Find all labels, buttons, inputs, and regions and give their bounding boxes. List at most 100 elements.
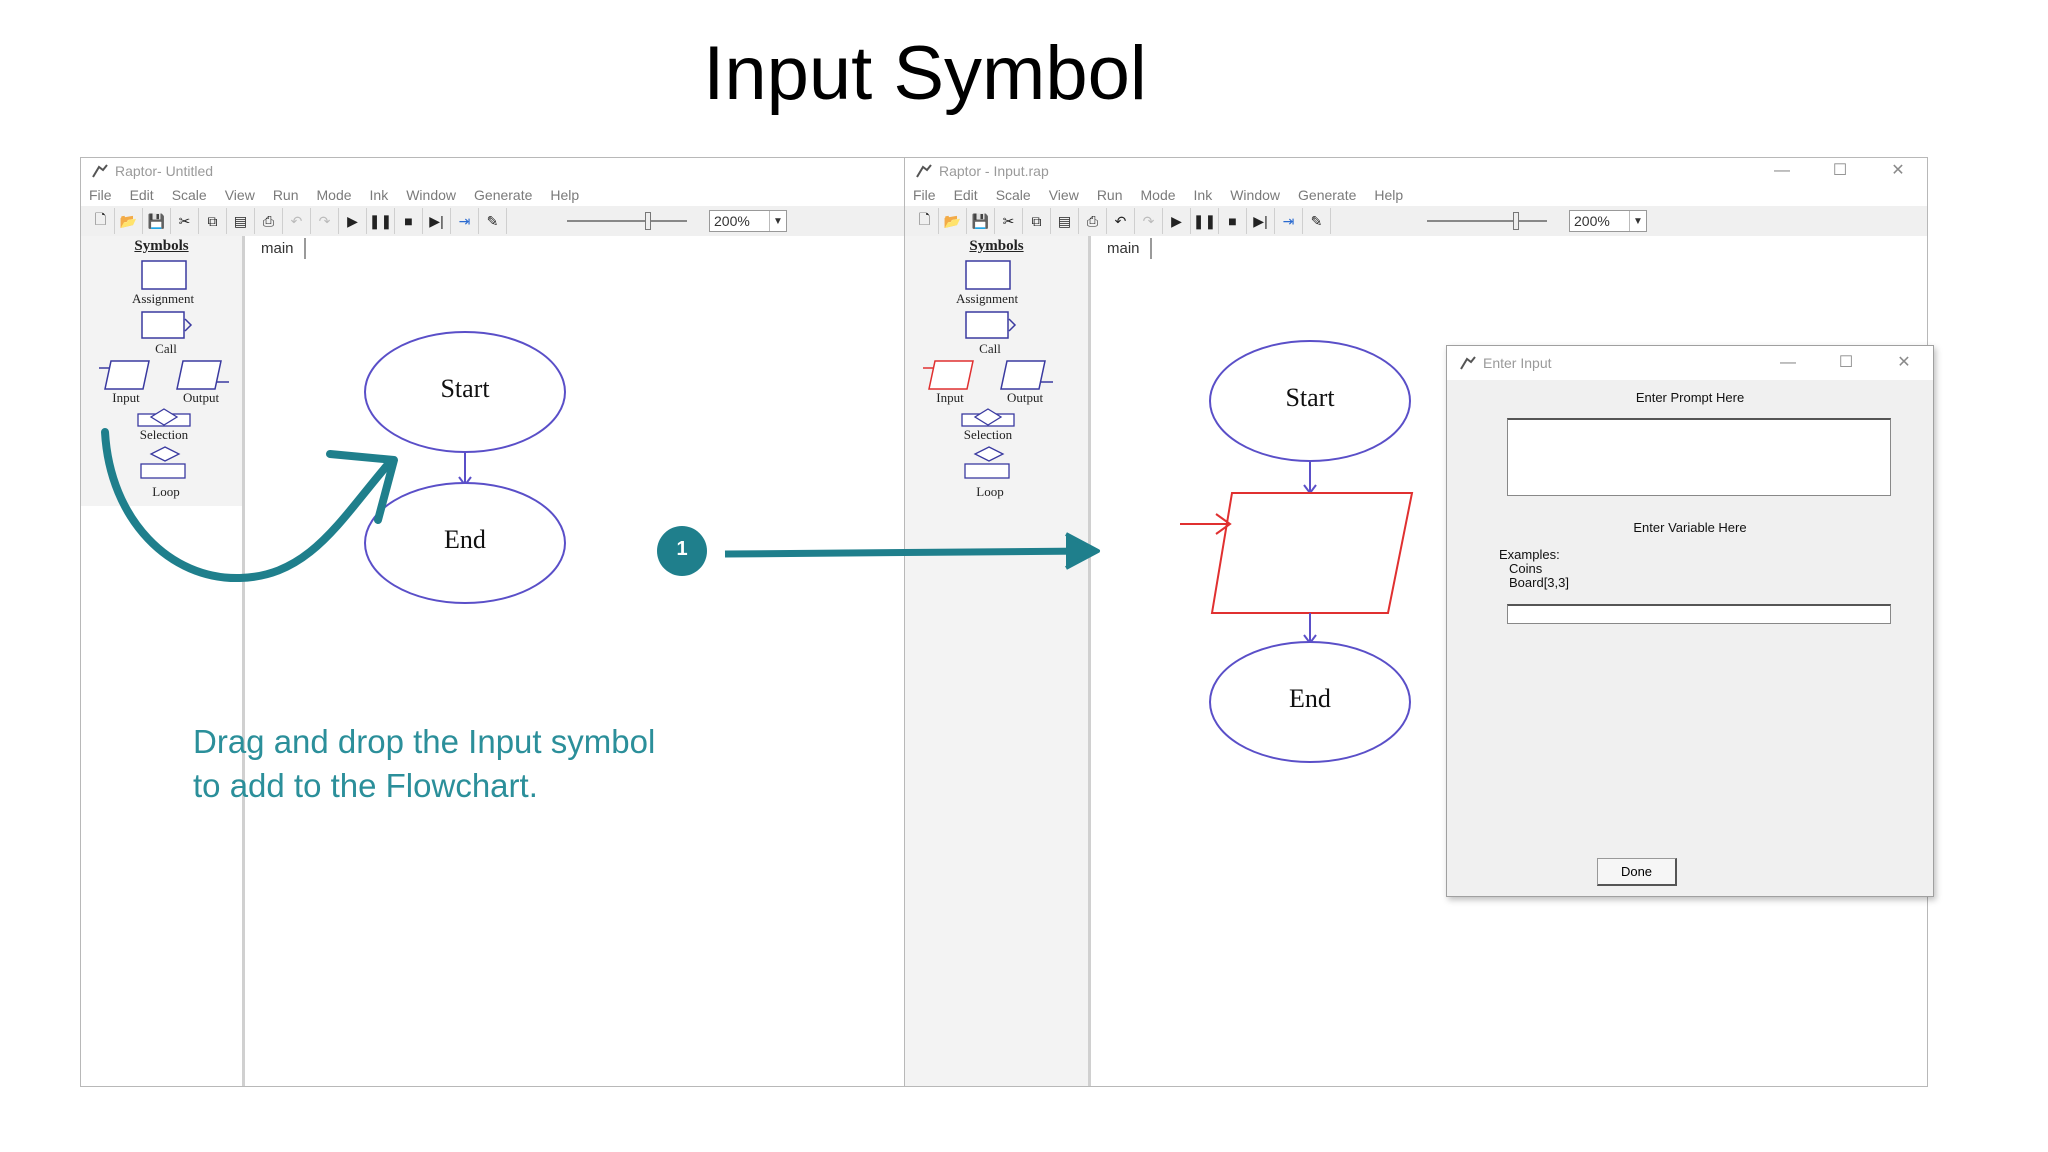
minimize-icon[interactable]: — bbox=[1780, 354, 1796, 371]
print-icon[interactable]: ⎙ bbox=[1079, 208, 1107, 234]
speed-slider[interactable] bbox=[1427, 208, 1547, 234]
menu-window[interactable]: Window bbox=[406, 187, 457, 203]
output-symbol-icon[interactable] bbox=[173, 360, 233, 390]
play-icon[interactable]: ▶ bbox=[1163, 208, 1191, 234]
stop-icon[interactable]: ■ bbox=[1219, 208, 1247, 234]
right-menubar: File Edit Scale View Run Mode Ink Window… bbox=[905, 184, 1927, 206]
menu-ink[interactable]: Ink bbox=[369, 187, 389, 203]
minimize-icon[interactable]: — bbox=[1774, 162, 1790, 179]
selection-symbol-icon[interactable] bbox=[137, 408, 193, 428]
slider-thumb[interactable] bbox=[1513, 212, 1519, 230]
selection-symbol-icon[interactable] bbox=[961, 408, 1017, 428]
menu-file[interactable]: File bbox=[89, 187, 112, 203]
pause-icon[interactable]: ❚❚ bbox=[367, 208, 395, 234]
left-end-terminal[interactable] bbox=[364, 482, 566, 604]
undo-icon[interactable]: ↶ bbox=[1107, 208, 1135, 234]
stop-icon[interactable]: ■ bbox=[395, 208, 423, 234]
pen-icon[interactable]: ✎ bbox=[1303, 208, 1331, 234]
dialog-window-controls: — ☐ ✕ bbox=[1759, 350, 1933, 376]
menu-edit[interactable]: Edit bbox=[129, 187, 154, 203]
left-end-label: End bbox=[444, 525, 486, 554]
tab-main[interactable]: main bbox=[251, 238, 306, 259]
input-symbol-icon[interactable] bbox=[99, 360, 155, 390]
step-into-icon[interactable]: ⇥ bbox=[1275, 208, 1303, 234]
menu-edit[interactable]: Edit bbox=[953, 187, 978, 203]
redo-icon[interactable]: ↷ bbox=[1135, 208, 1163, 234]
step-icon[interactable]: ▶| bbox=[423, 208, 451, 234]
menu-help[interactable]: Help bbox=[1374, 187, 1404, 203]
prompt-label: Enter Prompt Here bbox=[1635, 390, 1745, 405]
speed-slider[interactable] bbox=[567, 208, 687, 234]
menu-help[interactable]: Help bbox=[550, 187, 580, 203]
menu-mode[interactable]: Mode bbox=[1140, 187, 1176, 203]
new-icon[interactable]: 🗋 bbox=[911, 208, 939, 234]
right-input-parallelogram[interactable] bbox=[1210, 492, 1414, 614]
step-icon[interactable]: ▶| bbox=[1247, 208, 1275, 234]
variable-label: Enter Variable Here bbox=[1633, 520, 1747, 535]
maximize-icon[interactable]: ☐ bbox=[1838, 354, 1854, 371]
call-symbol-icon[interactable] bbox=[965, 311, 1021, 339]
zoom-value: 200% bbox=[714, 213, 750, 229]
assignment-symbol-icon[interactable] bbox=[965, 260, 1011, 290]
loop-symbol-icon[interactable] bbox=[137, 446, 193, 482]
open-icon[interactable]: 📂 bbox=[939, 208, 967, 234]
print-preview-icon[interactable]: ▤ bbox=[227, 208, 255, 234]
menu-mode[interactable]: Mode bbox=[316, 187, 352, 203]
menu-view[interactable]: View bbox=[224, 187, 255, 203]
call-symbol-icon[interactable] bbox=[141, 311, 197, 339]
print-preview-icon[interactable]: ▤ bbox=[1051, 208, 1079, 234]
new-icon[interactable]: 🗋 bbox=[87, 208, 115, 234]
example-coins: Coins bbox=[1509, 561, 1543, 576]
menu-file[interactable]: File bbox=[913, 187, 936, 203]
menu-run[interactable]: Run bbox=[1096, 187, 1123, 203]
pause-icon[interactable]: ❚❚ bbox=[1191, 208, 1219, 234]
redo-icon[interactable]: ↷ bbox=[311, 208, 339, 234]
assignment-symbol-icon[interactable] bbox=[141, 260, 187, 290]
menu-generate[interactable]: Generate bbox=[1298, 187, 1357, 203]
left-menubar: File Edit Scale View Run Mode Ink Window… bbox=[81, 184, 987, 206]
variable-input[interactable] bbox=[1507, 604, 1891, 624]
step-into-icon[interactable]: ⇥ bbox=[451, 208, 479, 234]
chevron-down-icon[interactable]: ▼ bbox=[1629, 211, 1646, 231]
left-window-title: Raptor- Untitled bbox=[115, 163, 214, 179]
call-label: Call bbox=[155, 341, 177, 356]
menu-window[interactable]: Window bbox=[1230, 187, 1281, 203]
close-icon[interactable]: ✕ bbox=[1897, 354, 1911, 371]
maximize-icon[interactable]: ☐ bbox=[1832, 162, 1848, 179]
print-icon[interactable]: ⎙ bbox=[255, 208, 283, 234]
raptor-logo-icon bbox=[916, 164, 932, 178]
input-label: Input bbox=[936, 390, 964, 405]
menu-scale[interactable]: Scale bbox=[171, 187, 207, 203]
done-button[interactable]: Done bbox=[1597, 858, 1677, 886]
tab-main[interactable]: main bbox=[1097, 238, 1152, 259]
copy-icon[interactable]: ⧉ bbox=[1023, 208, 1051, 234]
right-end-terminal[interactable] bbox=[1209, 641, 1411, 763]
loop-label: Loop bbox=[152, 484, 180, 499]
cut-icon[interactable]: ✂ bbox=[995, 208, 1023, 234]
menu-generate[interactable]: Generate bbox=[474, 187, 533, 203]
left-start-label: Start bbox=[440, 374, 490, 403]
menu-view[interactable]: View bbox=[1048, 187, 1079, 203]
play-icon[interactable]: ▶ bbox=[339, 208, 367, 234]
prompt-textarea[interactable] bbox=[1507, 418, 1891, 496]
open-icon[interactable]: 📂 bbox=[115, 208, 143, 234]
loop-symbol-icon[interactable] bbox=[961, 446, 1017, 482]
close-icon[interactable]: ✕ bbox=[1891, 162, 1905, 179]
input-symbol-icon[interactable] bbox=[923, 360, 979, 390]
chevron-down-icon[interactable]: ▼ bbox=[769, 211, 786, 231]
drag-curve-arrow bbox=[101, 428, 394, 583]
output-symbol-icon[interactable] bbox=[997, 360, 1057, 390]
menu-scale[interactable]: Scale bbox=[995, 187, 1031, 203]
save-icon[interactable]: 💾 bbox=[967, 208, 995, 234]
cut-icon[interactable]: ✂ bbox=[171, 208, 199, 234]
zoom-select[interactable]: 200% ▼ bbox=[709, 210, 787, 232]
menu-ink[interactable]: Ink bbox=[1193, 187, 1213, 203]
zoom-select[interactable]: 200%▼ bbox=[1569, 210, 1647, 232]
menu-run[interactable]: Run bbox=[272, 187, 299, 203]
save-icon[interactable]: 💾 bbox=[143, 208, 171, 234]
copy-icon[interactable]: ⧉ bbox=[199, 208, 227, 234]
left-raptor-window: Raptor- Untitled File Edit Scale View Ru… bbox=[80, 157, 988, 1087]
undo-icon[interactable]: ↶ bbox=[283, 208, 311, 234]
pen-icon[interactable]: ✎ bbox=[479, 208, 507, 234]
slider-thumb[interactable] bbox=[645, 212, 651, 230]
